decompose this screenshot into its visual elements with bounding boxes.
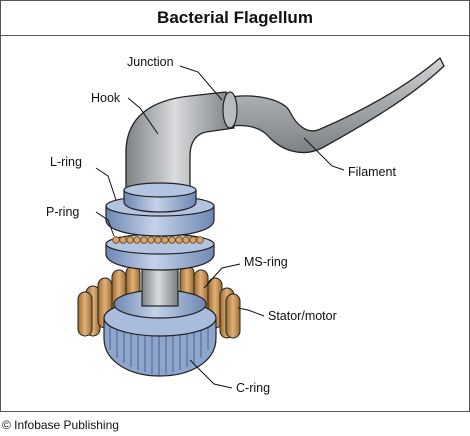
diagram-frame: Bacterial Flagellum — [0, 0, 470, 412]
title-bar: Bacterial Flagellum — [1, 1, 469, 36]
label-hook: Hook — [91, 91, 121, 105]
leader-lines — [95, 65, 345, 389]
bead-chain — [112, 236, 204, 244]
label-filament: Filament — [348, 165, 396, 179]
label-l-ring: L-ring — [50, 155, 82, 169]
label-junction: Junction — [127, 55, 174, 69]
hook — [125, 91, 238, 193]
stator-front — [77, 291, 241, 339]
label-stator-motor: Stator/motor — [268, 309, 337, 323]
label-c-ring: C-ring — [236, 381, 270, 395]
flagellum-diagram: Junction Hook L-ring P-ring MS-ring Stat… — [46, 55, 445, 395]
diagram-title: Bacterial Flagellum — [157, 8, 313, 27]
label-p-ring: P-ring — [46, 205, 79, 219]
publisher-credit: © Infobase Publishing — [2, 418, 119, 432]
label-ms-ring: MS-ring — [244, 255, 288, 269]
filament — [224, 56, 445, 154]
hook-collar — [123, 182, 197, 213]
